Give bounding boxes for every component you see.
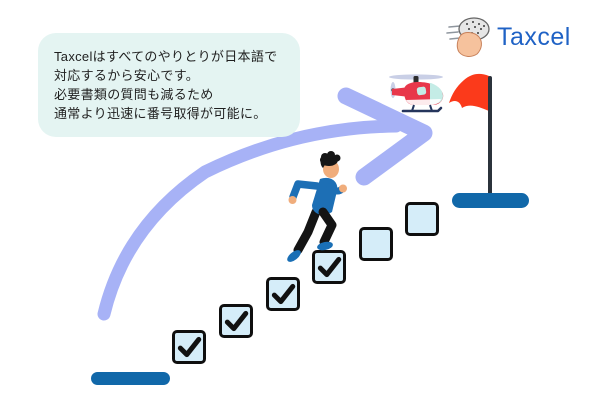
logo-text: Taxcel [497,22,571,51]
speech-bubble-line: 必要書類の質問も減るため [54,87,214,102]
checkbox-step-1 [172,330,206,364]
checkmark-icon [177,336,202,358]
checkmark-icon [271,283,296,305]
checkbox-step-2 [219,304,253,338]
speech-bubble-line: 通常より迅速に番号取得が可能に。 [54,106,267,121]
start-platform [91,372,170,385]
checkmark-icon [317,256,342,278]
checkbox-step-4 [312,250,346,284]
running-person-icon [287,151,347,262]
flag-base-podium [452,193,529,208]
helicopter-icon [389,74,444,113]
speech-bubble: Taxcelはすべてのやりとりが日本語で 対応するから安心です。 必要書類の質問… [38,33,300,137]
checkmark-icon [224,310,249,332]
speech-bubble-line: 対応するから安心です。 [54,68,200,83]
brain-head-logo-icon [446,17,490,57]
flag-pole [488,76,492,198]
red-flag-icon [449,73,489,111]
checkbox-step-3 [266,277,300,311]
checkbox-step-6 [405,202,439,236]
speech-bubble-line: Taxcelはすべてのやりとりが日本語で [54,49,278,64]
logo: Taxcel [446,14,571,60]
checkbox-step-5 [359,227,393,261]
